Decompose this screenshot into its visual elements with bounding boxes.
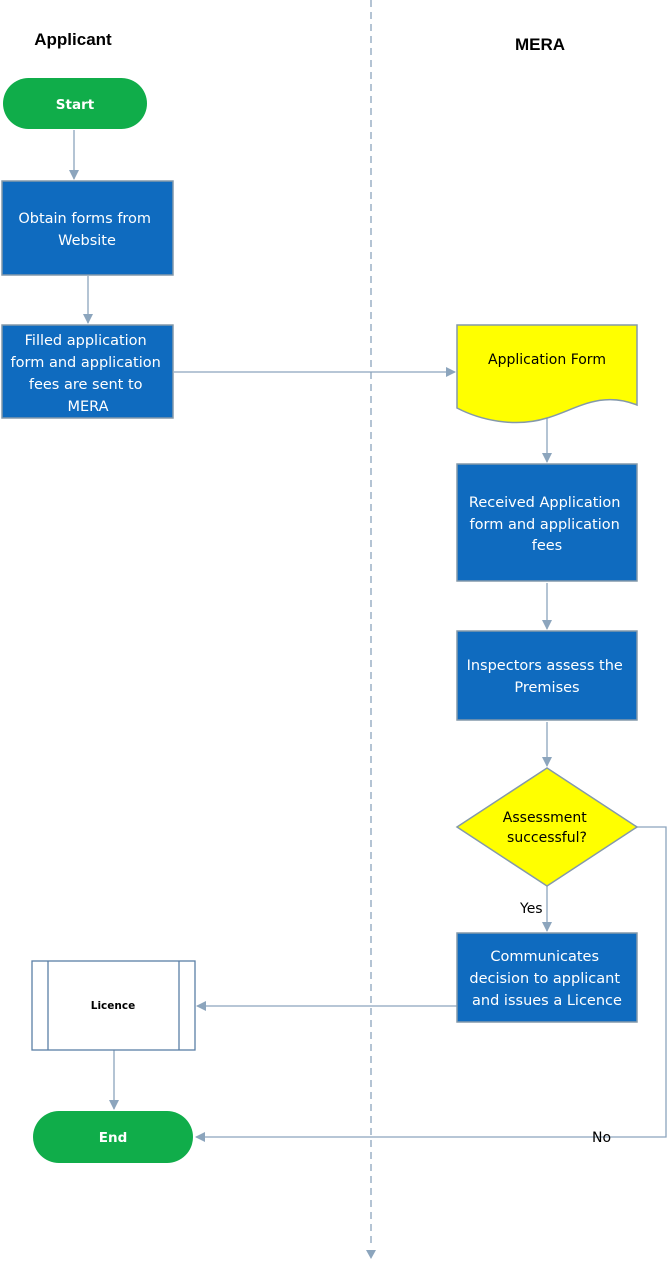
edge-label-no: No	[592, 1130, 611, 1146]
obtain-forms-process: Obtain forms from Website	[1, 180, 174, 276]
application-form-document: Application Form	[456, 324, 638, 424]
start-label: Start	[56, 97, 95, 113]
lane-title-mera: MERA	[515, 35, 565, 54]
communicates-decision-label: Communicates decision to applicant and i…	[469, 949, 624, 1009]
licence-box: Licence	[31, 960, 196, 1051]
application-form-label: Application Form	[488, 352, 606, 368]
filled-application-process: Filled application form and application …	[1, 324, 174, 419]
licence-label: Licence	[91, 1000, 135, 1012]
edge-decision-no	[195, 826, 667, 1142]
inspectors-assess-label: Inspectors assess the Premises	[467, 658, 628, 696]
filled-application-label: Filled application form and application …	[11, 333, 166, 415]
received-application-label: Received Application form and applicatio…	[469, 495, 625, 554]
lane-divider-arrowhead	[366, 1250, 376, 1259]
communicates-decision-process: Communicates decision to applicant and i…	[456, 932, 638, 1023]
end-terminal: End	[33, 1111, 193, 1163]
assessment-decision-label: Assessment successful?	[503, 810, 591, 846]
end-label: End	[99, 1130, 128, 1146]
obtain-forms-label: Obtain forms from Website	[18, 211, 155, 249]
inspectors-assess-process: Inspectors assess the Premises	[456, 630, 638, 721]
start-terminal: Start	[3, 78, 147, 129]
assessment-decision: Assessment successful?	[455, 767, 639, 887]
received-application-process: Received Application form and applicatio…	[456, 463, 638, 582]
edge-label-yes: Yes	[519, 901, 543, 917]
lane-title-applicant: Applicant	[34, 30, 112, 49]
